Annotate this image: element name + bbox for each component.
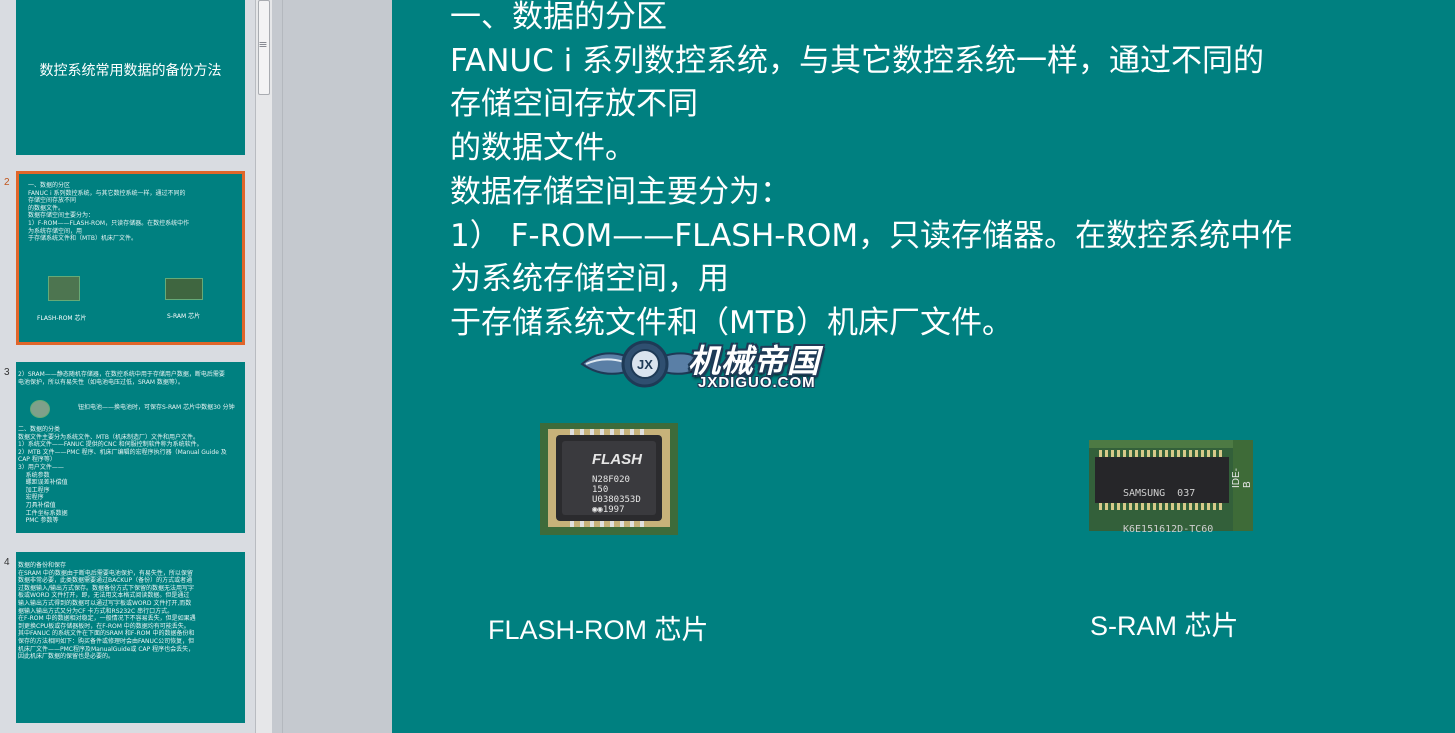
thumbnail-2-caption-left: FLASH-ROM 芯片 (37, 315, 87, 322)
thumbnail-3-text-bottom: 二、数据的分类 数据文件主要分为系统文件、MTB（机床制造厂）文件和用户文件。 … (18, 426, 227, 525)
thumbnail-slide-3[interactable]: 2）SRAM——静态随机存储器，在数控系统中用于存储用户数据，断电后需要 电池保… (16, 362, 245, 533)
thumbnail-slide-4[interactable]: 数据的备份和保存 在SRAM 中的数据由于断电后需要电池保护，有易失性，所以保留… (16, 552, 245, 723)
sram-caption: S-RAM 芯片 (1090, 611, 1239, 641)
flash-chip-markings: N28F020 150 U0380353D ◉◉1997 (592, 475, 641, 515)
thumbnail-2-caption-right: S-RAM 芯片 (167, 313, 201, 320)
watermark-domain-text: JXDIGUO.COM (698, 374, 816, 391)
gear-wings-icon: JX (580, 340, 710, 388)
flash-rom-caption: FLASH-ROM 芯片 (488, 615, 709, 645)
slide-line-5: 数据存储空间主要分为： (450, 173, 791, 210)
slide-line-1: 一、数据的分区 (450, 0, 667, 35)
slide-line-6: 1） F-ROM——FLASH-ROM，只读存储器。在数控系统中作 (450, 217, 1293, 254)
sram-chip-image[interactable]: SAMSUNG 037 K6E151612D-TC60 IDE-B (1089, 440, 1253, 535)
thumbnail-4-number: 4 (4, 557, 10, 568)
thumbnail-3-number: 3 (4, 367, 10, 378)
thumbnail-slide-2[interactable]: 一、数据的分区 FANUC i 系列数控系统，与其它数控系统一样，通过不同的 存… (16, 171, 245, 345)
thumbnail-3-text-top: 2）SRAM——静态随机存储器，在数控系统中用于存储用户数据，断电后需要 电池保… (18, 371, 225, 386)
thumbnail-2-number: 2 (4, 177, 10, 188)
slide-line-2: FANUC i 系列数控系统，与其它数控系统一样，通过不同的 (450, 42, 1265, 79)
scrollbar-thumb[interactable] (258, 0, 270, 95)
slide-line-3: 存储空间存放不同 (450, 86, 698, 123)
sram-chip-markings: SAMSUNG 037 K6E151612D-TC60 (1123, 488, 1214, 535)
flash-chip-brand: FLASH (592, 451, 642, 468)
slide-line-8: 于存储系统文件和（MTB）机床厂文件。 (450, 304, 1013, 341)
thumbnail-2-text: 一、数据的分区 FANUC i 系列数控系统，与其它数控系统一样，通过不同的 存… (28, 182, 190, 243)
slide-line-7: 为系统存储空间，用 (450, 261, 729, 298)
editor-divider (282, 0, 283, 733)
thumbnail-slide-1[interactable]: 数控系统常用数据的备份方法 (16, 0, 245, 155)
thumbnail-2-sram-chip (165, 278, 203, 300)
slide-line-4: 的数据文件。 (450, 130, 636, 167)
watermark-logo: JX 机械帝国 JXDIGUO.COM (580, 334, 872, 398)
thumbnails-scrollbar[interactable] (255, 0, 273, 733)
pane-splitter-icon[interactable]: ≡ (258, 38, 268, 51)
current-slide[interactable]: 一、数据的分区 FANUC i 系列数控系统，与其它数控系统一样，通过不同的 存… (392, 0, 1455, 733)
slide-thumbnails-pane[interactable]: 数控系统常用数据的备份方法 2 一、数据的分区 FANUC i 系列数控系统，与… (0, 0, 255, 733)
flash-rom-chip-image[interactable]: FLASH N28F020 150 U0380353D ◉◉1997 (540, 423, 678, 535)
sram-board-edge-text: IDE-B (1231, 468, 1253, 488)
watermark-chinese-text: 机械帝国 (688, 342, 821, 380)
thumbnail-2-flash-chip (48, 276, 80, 301)
svg-text:JX: JX (637, 357, 653, 372)
slide-body-text[interactable]: 一、数据的分区 FANUC i 系列数控系统，与其它数控系统一样，通过不同的 存… (450, 0, 1430, 346)
thumbnail-3-battery-note: 钮扣电池——换电池时，可保存S-RAM 芯片中数据30 分钟 (78, 404, 235, 411)
thumbnail-4-text: 数据的备份和保存 在SRAM 中的数据由于断电后需要电池保护，有易失性，所以保留… (18, 562, 196, 661)
thumbnail-1-title: 数控系统常用数据的备份方法 (39, 63, 222, 79)
thumbnail-3-battery-image (30, 400, 50, 418)
editor-background (272, 0, 392, 733)
